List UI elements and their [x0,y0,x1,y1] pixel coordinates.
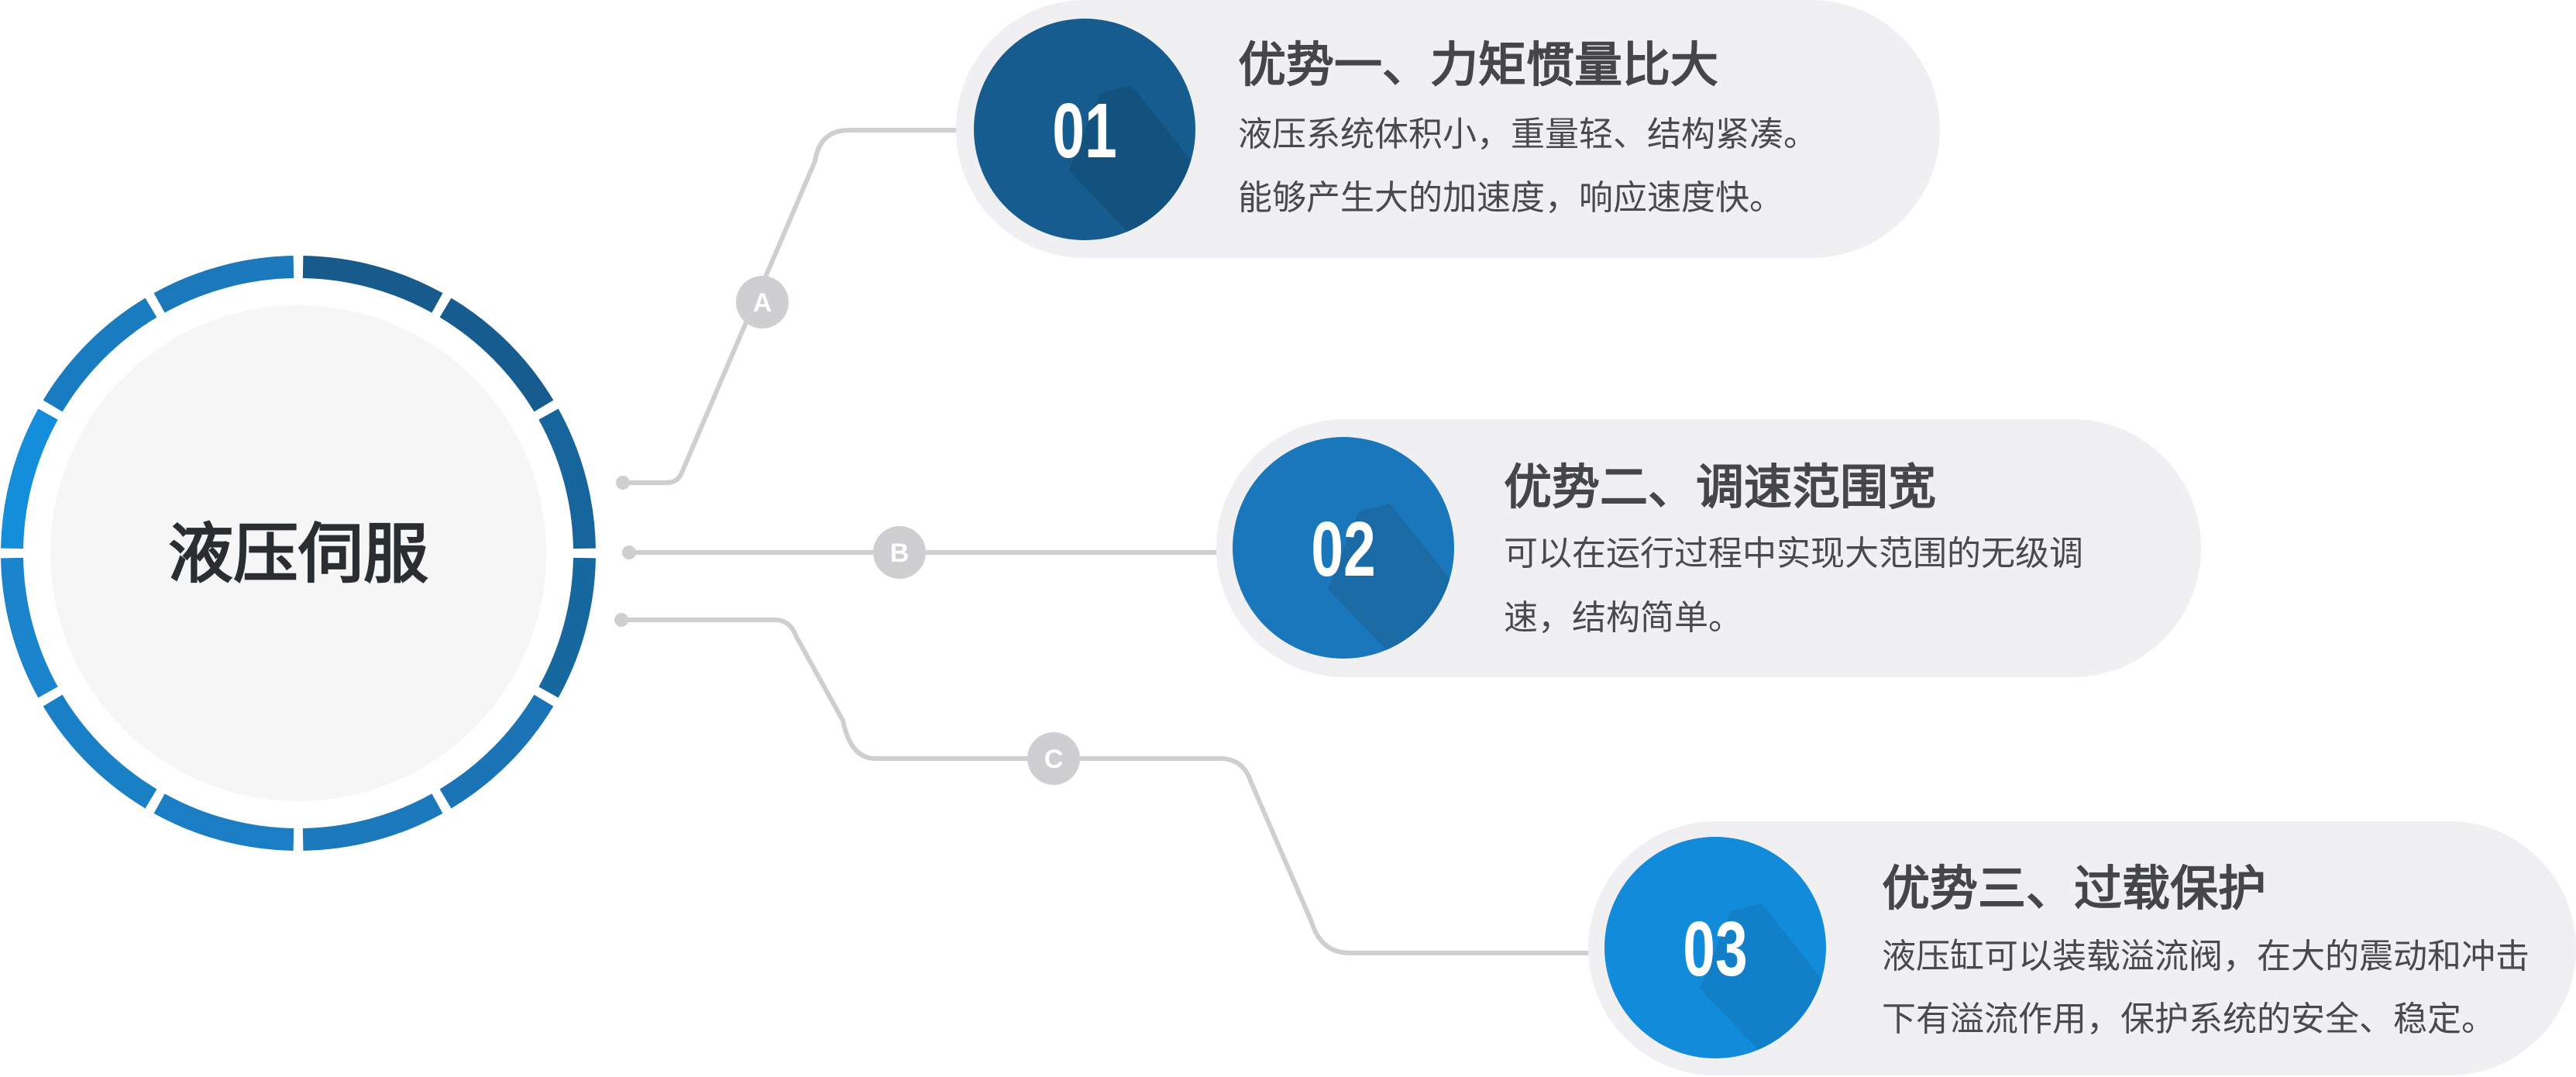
ring-segment [302,256,443,313]
ring-segment [1,408,58,549]
badge-c: C [1027,732,1080,785]
advantage-card-2: 02 优势二、调速范围宽 可以在运行过程中实现大范围的无级调 速，结构简单。 [1216,419,2201,677]
card-background [956,0,1940,258]
connector-a-dot [616,476,630,490]
ring-segment [43,694,157,809]
advantage-card-1: 01 优势一、力矩惯量比大 液压系统体积小，重量轻、结构紧凑。 能够产生大的加速… [956,0,1940,258]
badge-b-label: B [890,538,910,568]
card-background [1588,821,2576,1075]
card-text-line: 下有溢流作用，保护系统的安全、稳定。 [1882,1000,2495,1039]
ring-segment [1,557,58,698]
advantage-card-3: 03 优势三、过载保护 液压缸可以装载溢流阀，在大的震动和冲击 下有溢流作用，保… [1588,821,2576,1075]
number-shadow [1328,504,1454,659]
connector-c-dot [614,613,628,627]
card-text-line: 能够产生大的加速度，响应速度快。 [1238,178,1783,218]
badge-b: B [873,526,926,579]
number-shadow [1700,903,1826,1058]
card-text-line: 可以在运行过程中实现大范围的无级调 [1504,534,2083,573]
card-title: 优势二、调速范围宽 [1504,459,1936,515]
number-label: 01 [1052,87,1116,174]
ring-segment [153,793,294,851]
ring-segment [439,694,554,809]
connector-a [623,128,961,485]
card-title: 优势一、力矩惯量比大 [1238,36,1718,93]
center-title: 液压伺服 [168,516,428,592]
number-label: 03 [1683,905,1747,992]
ring-segment [43,298,157,412]
ring-segment [538,557,596,698]
connector-b-dot [622,545,636,559]
center-disc [50,305,546,801]
card-text-line: 速，结构简单。 [1504,598,1742,638]
card-text-line: 液压缸可以装载溢流阀，在大的震动和冲击 [1882,937,2530,976]
badge-c-label: C [1044,745,1064,774]
segmented-ring [1,256,596,851]
ring-segment [153,256,294,313]
ring-segment [439,298,554,412]
center-hub: 液压伺服 [1,256,596,851]
card-text-line: 液压系统体积小，重量轻、结构紧凑。 [1238,115,1818,154]
ring-segment [538,408,596,549]
card-title: 优势三、过载保护 [1882,860,2266,917]
badge-a-label: A [753,288,772,318]
number-label: 02 [1311,505,1375,592]
badge-a: A [736,276,789,329]
number-shadow [1069,85,1195,240]
card-background [1216,419,2201,677]
ring-segment [302,793,443,851]
